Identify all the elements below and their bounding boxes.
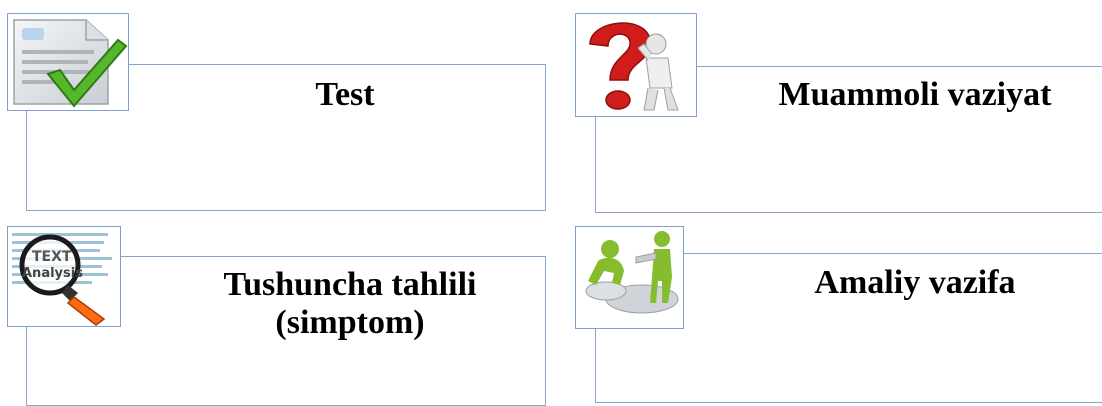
- card-tushuncha-tahlili-title: Tushuncha tahlili (simptom): [200, 266, 500, 342]
- card-tushuncha-tahlili-title-line1: Tushuncha tahlili: [223, 266, 477, 303]
- magnifier-text-analysis-icon: TEXT Analysis: [7, 226, 121, 327]
- card-amaliy-vazifa-title: Amaliy vazifa: [814, 264, 1016, 301]
- magnifier-analysis-word: Analysis: [22, 266, 83, 281]
- card-test-title: Test: [315, 76, 375, 113]
- card-test-frame: [26, 64, 546, 211]
- document-checkmark-icon: [7, 13, 129, 111]
- card-tushuncha-tahlili-title-line2: (simptom): [275, 304, 425, 341]
- puzzle-people-icon: [575, 226, 684, 329]
- question-mark-thinker-icon: [575, 13, 697, 117]
- card-muammoli-vaziyat-frame: [595, 66, 1102, 213]
- magnifier-text-word: TEXT: [32, 249, 72, 265]
- card-muammoli-vaziyat-title: Muammoli vaziyat: [778, 76, 1052, 113]
